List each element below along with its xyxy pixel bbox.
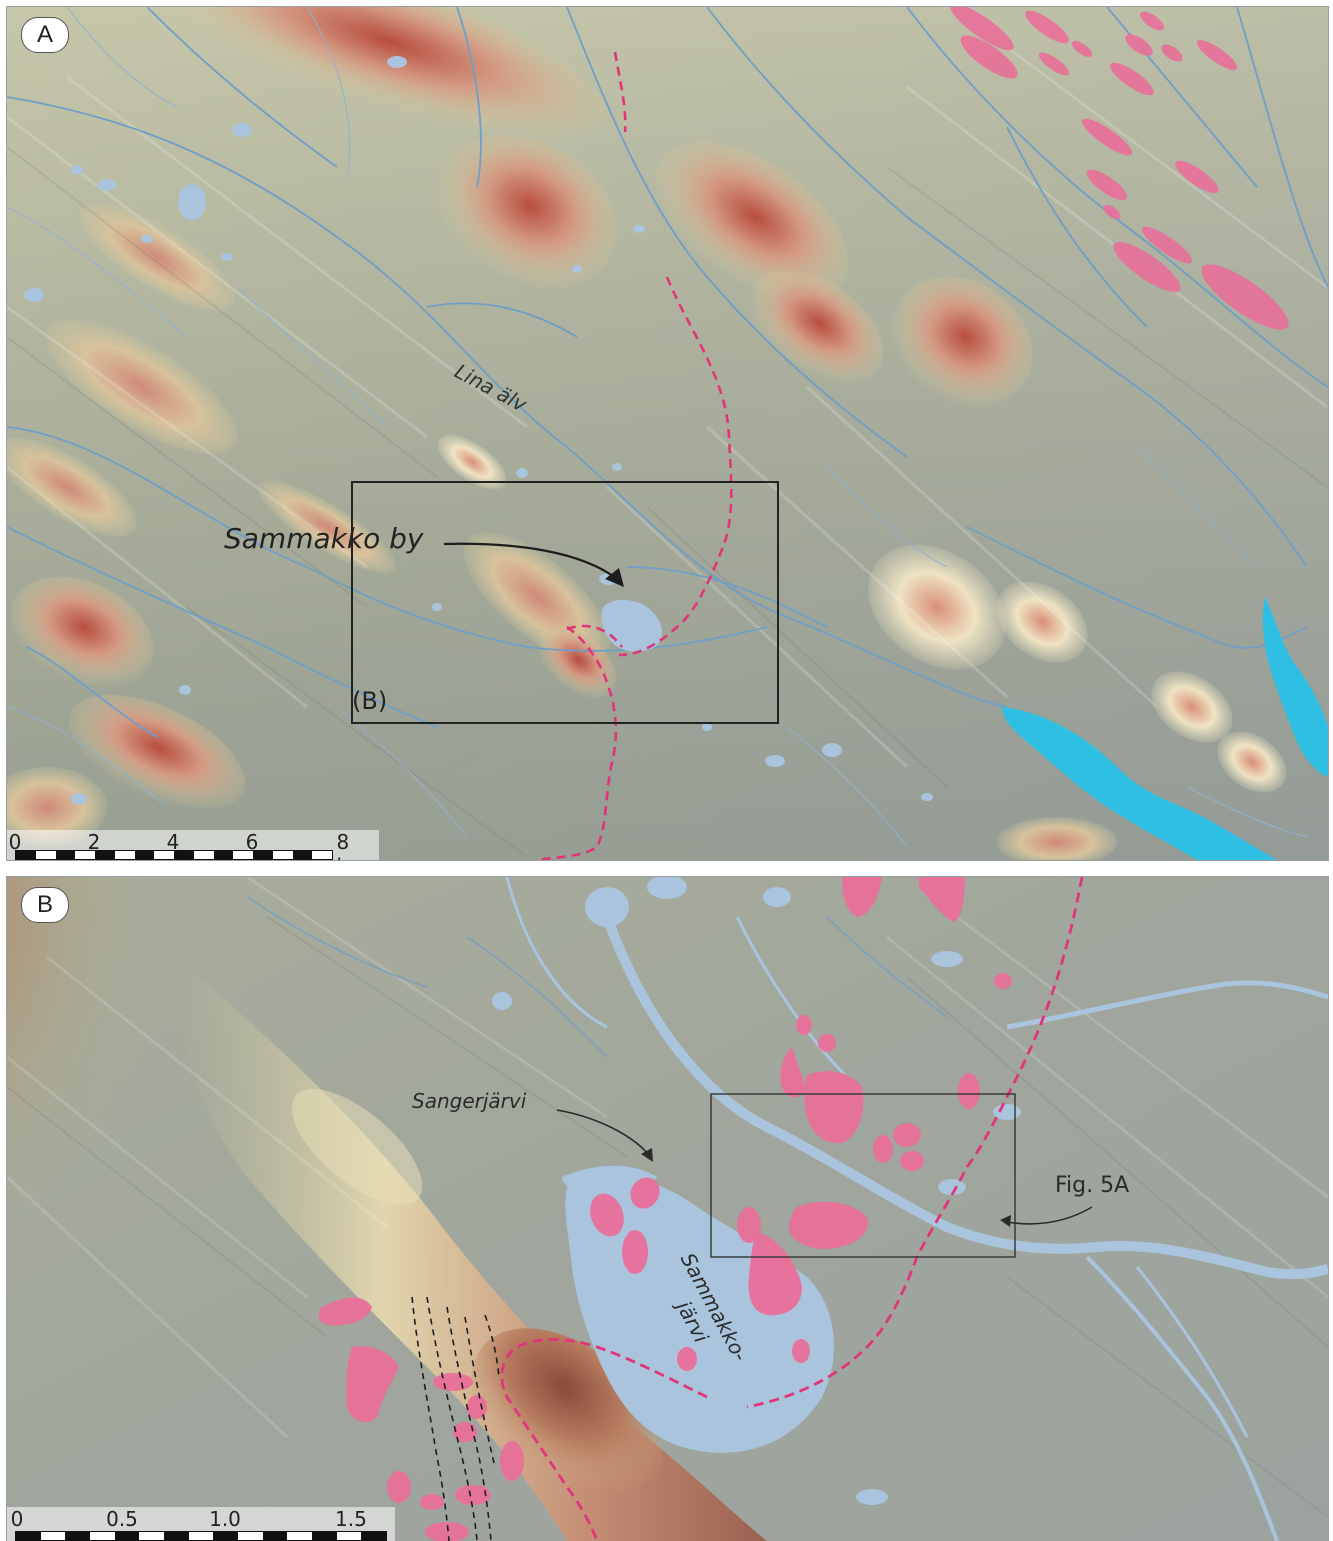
scale-bar-segment xyxy=(336,1532,362,1540)
map-panel-b: B Sangerjärvi Sammakko- järvi Fig. 5A 0 … xyxy=(6,876,1329,1541)
scale-bar-segment xyxy=(233,851,253,859)
scale-bar-segment xyxy=(139,1532,164,1540)
scale-bar-segment xyxy=(16,851,36,859)
reservoirs xyxy=(1002,597,1328,860)
dashed-line-icon xyxy=(411,1296,500,1541)
scale-bar-b: 0 0.5 1.0 1.5 km xyxy=(7,1507,395,1541)
scale-tick: 2 xyxy=(87,830,101,854)
shaded-relief-map-b xyxy=(7,877,1328,1541)
boundary-line xyxy=(536,51,733,860)
scale-tick: 4 xyxy=(166,830,180,854)
scale-tick: 0 xyxy=(8,830,22,854)
panel-label-a: A xyxy=(21,17,69,53)
panel-label-b: B xyxy=(21,887,69,923)
scale-tick: 6 xyxy=(245,830,259,854)
scale-bar-segment xyxy=(312,1532,337,1540)
scale-bar-segment xyxy=(16,1532,41,1540)
scale-bar-segment xyxy=(90,1532,115,1540)
scale-tick: 1.0 xyxy=(209,1507,241,1531)
scale-bar-segment xyxy=(164,1532,189,1540)
scale-tick: 0 xyxy=(10,1507,24,1531)
scale-bar-segment xyxy=(312,851,332,859)
figure-inset-frame xyxy=(710,1093,1016,1258)
arrow-icon xyxy=(443,542,624,587)
scale-bar-segment xyxy=(188,1532,214,1540)
river-network xyxy=(7,7,1328,738)
scale-bar-segment xyxy=(95,851,115,859)
scale-bar-a: 0 2 4 6 8 km xyxy=(7,830,379,860)
arrow-icon xyxy=(1000,1206,1093,1227)
scale-bar-segment xyxy=(361,1532,386,1540)
scale-bar-segment xyxy=(114,1532,140,1540)
scale-bar-segment xyxy=(193,851,214,859)
scale-tick: 8 km xyxy=(336,830,367,860)
map-panel-a: A Lina älv Sammakko by (B) 0 2 4 6 8 km xyxy=(6,6,1329,861)
scale-bar-segment xyxy=(253,851,273,859)
scale-tick: 0.5 xyxy=(106,1507,138,1531)
lakes xyxy=(24,56,1083,805)
boundary-line xyxy=(500,877,1084,1541)
lake-label-sangerjarvi: Sangerjärvi xyxy=(412,1089,527,1113)
scale-bar-segment xyxy=(287,1532,312,1540)
elevation-hills xyxy=(7,7,1287,860)
arrow-icon xyxy=(556,1109,653,1162)
figure-reference-label: Fig. 5A xyxy=(1055,1173,1130,1198)
scale-bar-segment xyxy=(134,851,155,859)
scale-bar-segment xyxy=(174,851,194,859)
scale-bar-segment xyxy=(114,851,135,859)
scale-bar-segment xyxy=(213,1532,238,1540)
scale-bar-segment xyxy=(272,851,293,859)
inset-frame xyxy=(351,481,779,724)
scale-bar-segment xyxy=(40,1532,66,1540)
shaded-relief-map-a xyxy=(7,7,1328,860)
scale-bar-segment xyxy=(65,1532,90,1540)
scale-bar-segment xyxy=(213,851,234,859)
inset-label: (B) xyxy=(352,687,388,715)
river-network xyxy=(505,877,1328,1541)
landform-polygons xyxy=(318,877,1012,1541)
scale-bar-segments xyxy=(15,850,333,860)
scale-bar-segment xyxy=(292,851,313,859)
scale-bar-segment xyxy=(154,851,174,859)
landform-polygons xyxy=(950,7,1289,330)
scale-bar-segment xyxy=(262,1532,288,1540)
scale-bar-segment xyxy=(75,851,95,859)
scale-bar-segment xyxy=(238,1532,263,1540)
scale-bar-segment xyxy=(35,851,56,859)
village-label: Sammakko by xyxy=(224,522,424,555)
scale-bar-segment xyxy=(55,851,76,859)
